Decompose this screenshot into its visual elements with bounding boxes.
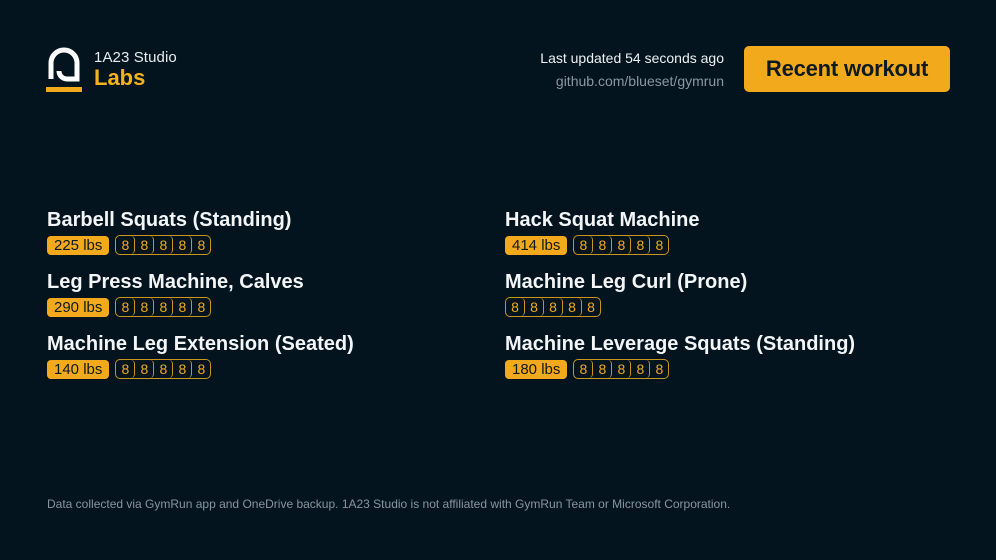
rep-count: 8 <box>655 237 664 253</box>
exercise-grid: Barbell Squats (Standing) 225 lbs 8 8 8 … <box>47 207 957 381</box>
footer-disclaimer: Data collected via GymRun app and OneDri… <box>47 497 731 511</box>
rep-count: 8 <box>544 298 563 316</box>
header-right: Last updated 54 seconds ago github.com/b… <box>540 46 950 92</box>
rep-count: 8 <box>154 298 174 316</box>
weight-badge: 180 lbs <box>505 359 568 379</box>
rep-count: 8 <box>574 360 594 378</box>
rep-count: 8 <box>197 361 206 377</box>
rep-count: 8 <box>506 298 525 316</box>
weight-badge: 414 lbs <box>505 235 568 255</box>
rep-count: 8 <box>197 237 206 253</box>
brand-product: Labs <box>94 65 146 90</box>
rep-count: 8 <box>593 360 613 378</box>
exercise-item: Leg Press Machine, Calves 290 lbs 8 8 8 … <box>47 269 505 319</box>
logo-arch-icon <box>46 46 82 94</box>
brand-logo: 1A23 Studio Labs <box>46 46 177 94</box>
weight-badge: 290 lbs <box>47 297 110 317</box>
rep-count: 8 <box>574 236 594 254</box>
exercise-name: Hack Squat Machine <box>505 209 700 231</box>
rep-count: 8 <box>116 236 136 254</box>
exercise-item: Machine Leg Curl (Prone) 8 8 8 8 8 <box>505 269 957 319</box>
rep-count: 8 <box>173 298 193 316</box>
rep-count: 8 <box>135 236 155 254</box>
rep-count: 8 <box>631 360 651 378</box>
rep-count: 8 <box>135 298 155 316</box>
exercise-item: Machine Leverage Squats (Standing) 180 l… <box>505 331 957 381</box>
rep-count: 8 <box>173 236 193 254</box>
reps-group: 8 8 8 8 8 <box>115 297 212 317</box>
rep-count: 8 <box>612 236 632 254</box>
rep-count: 8 <box>154 360 174 378</box>
weight-badge: 225 lbs <box>47 235 110 255</box>
exercise-item: Machine Leg Extension (Seated) 140 lbs 8… <box>47 331 505 381</box>
exercise-name: Leg Press Machine, Calves <box>47 271 304 293</box>
rep-count: 8 <box>631 236 651 254</box>
rep-count: 8 <box>116 298 136 316</box>
exercise-name: Machine Leg Extension (Seated) <box>47 333 354 355</box>
last-updated: Last updated 54 seconds ago <box>540 49 724 66</box>
exercise-item: Barbell Squats (Standing) 225 lbs 8 8 8 … <box>47 207 505 257</box>
rep-count: 8 <box>593 236 613 254</box>
reps-group: 8 8 8 8 8 <box>115 359 212 379</box>
weight-badge: 140 lbs <box>47 359 110 379</box>
exercise-name: Machine Leg Curl (Prone) <box>505 271 748 293</box>
rep-count: 8 <box>587 299 595 315</box>
brand-studio: 1A23 Studio <box>94 49 177 66</box>
exercise-item: Hack Squat Machine 414 lbs 8 8 8 8 8 <box>505 207 957 257</box>
rep-count: 8 <box>135 360 155 378</box>
rep-count: 8 <box>612 360 632 378</box>
rep-count: 8 <box>173 360 193 378</box>
rep-count: 8 <box>655 361 664 377</box>
rep-count: 8 <box>525 298 544 316</box>
recent-workout-button[interactable]: Recent workout <box>744 46 950 92</box>
rep-count: 8 <box>116 360 136 378</box>
rep-count: 8 <box>197 299 206 315</box>
reps-group: 8 8 8 8 8 <box>573 359 670 379</box>
reps-group: 8 8 8 8 8 <box>573 235 670 255</box>
exercise-name: Machine Leverage Squats (Standing) <box>505 333 856 355</box>
reps-group: 8 8 8 8 8 <box>505 297 601 317</box>
exercise-name: Barbell Squats (Standing) <box>47 209 292 231</box>
rep-count: 8 <box>563 298 582 316</box>
repo-link[interactable]: github.com/blueset/gymrun <box>555 72 724 89</box>
reps-group: 8 8 8 8 8 <box>115 235 212 255</box>
rep-count: 8 <box>154 236 174 254</box>
